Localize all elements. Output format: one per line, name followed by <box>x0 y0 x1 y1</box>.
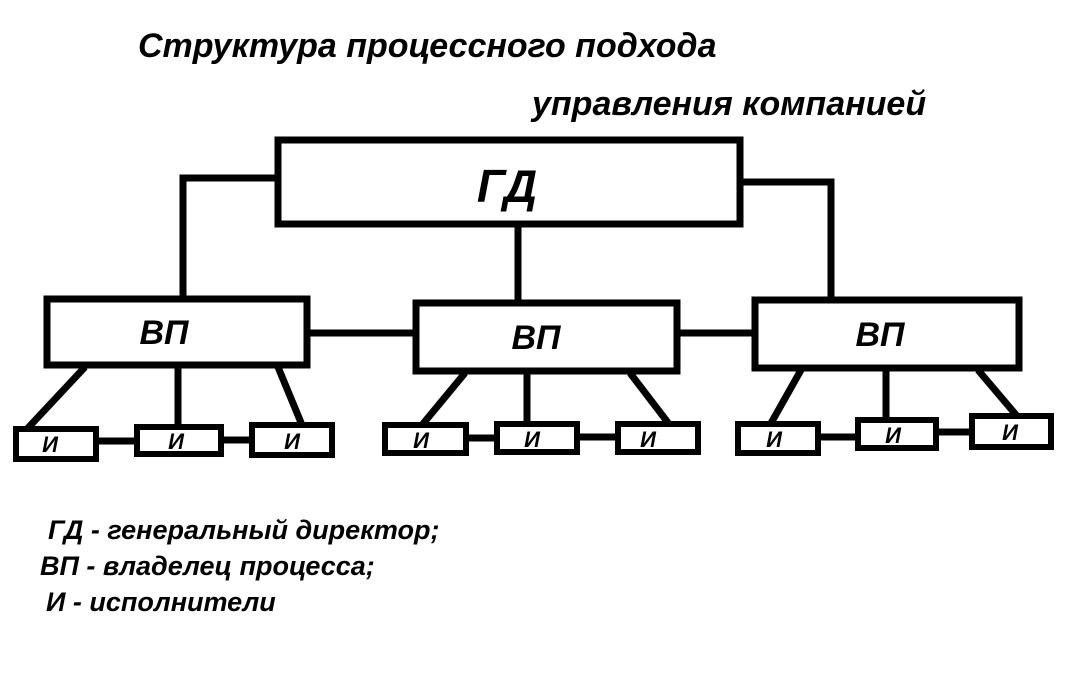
link-vp-2-i-3 <box>627 370 672 427</box>
performer-label-3-3: И <box>1002 420 1019 445</box>
connectors-performer-chains <box>96 428 972 445</box>
link-vp-1-i-3 <box>274 365 306 427</box>
link-vp-3-i-1 <box>766 368 805 427</box>
performer-box-1-1: И <box>13 426 99 462</box>
performer-label-3-1: И <box>766 427 783 452</box>
link-vp-2-i-1 <box>419 370 468 428</box>
link-vp-3-i-3 <box>975 367 1020 419</box>
link-vp-1-i-1 <box>24 364 88 432</box>
performer-box-2-1: И <box>382 422 469 456</box>
title-line-1: Структура процессного подхода <box>138 27 717 65</box>
performer-box-1-2: И <box>134 424 224 457</box>
legend-item-vp: ВП - владелец процесса; <box>40 551 375 581</box>
performer-box-3-3: И <box>969 413 1054 450</box>
connectors-top <box>179 174 835 300</box>
performer-box-2-2: И <box>494 421 580 455</box>
performer-label-1-1: И <box>42 432 59 457</box>
process-owner-label-3: ВП <box>855 316 906 354</box>
general-director-box: ГД <box>274 136 744 228</box>
performer-label-1-3: И <box>284 429 301 454</box>
process-owner-box-1: ВП <box>43 295 311 369</box>
performer-label-3-2: И <box>885 423 902 448</box>
performer-box-3-1: И <box>735 421 821 456</box>
link-gd-vp-1 <box>179 174 278 299</box>
process-owner-label-1: ВП <box>139 314 190 352</box>
performer-label-2-3: И <box>640 427 657 452</box>
performer-box-3-2: И <box>855 417 939 451</box>
performer-label-1-2: И <box>168 429 185 454</box>
title-line-2: управления компанией <box>532 85 927 123</box>
performer-box-1-3: И <box>249 422 335 458</box>
process-owner-box-3: ВП <box>751 296 1023 372</box>
connectors-performers <box>24 364 1020 432</box>
legend-item-i: И - исполнители <box>46 587 276 617</box>
performer-box-2-3: И <box>615 421 701 455</box>
legend-item-gd: ГД - генеральный директор; <box>48 515 440 545</box>
process-owner-box-2: ВП <box>412 299 681 375</box>
general-director-label: ГД <box>477 160 537 212</box>
performer-label-2-1: И <box>413 428 430 453</box>
performer-label-2-2: И <box>524 427 541 452</box>
process-owner-label-2: ВП <box>511 319 562 357</box>
link-gd-vp-3 <box>740 178 835 300</box>
legend: ГД - генеральный директор; ВП - владелец… <box>40 512 440 620</box>
